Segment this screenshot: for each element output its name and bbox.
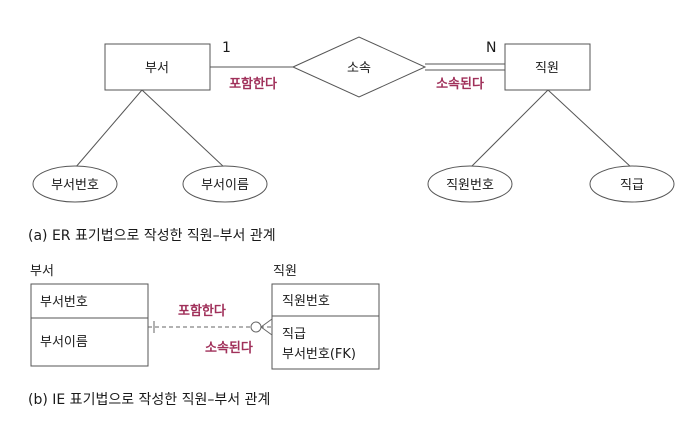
entity-department-label: 부서 <box>145 61 169 76</box>
cardinality-one: 1 <box>222 40 231 56</box>
entity-employee-label: 직원 <box>535 61 559 76</box>
ie-table-title-department: 부서 <box>30 264 54 279</box>
ie-emp-key: 직원번호 <box>282 294 330 309</box>
entity-employee <box>504 43 591 91</box>
ie-emp-attr-rank: 직급 <box>282 327 306 342</box>
attribute-dept-no: 부서번호 <box>51 178 99 193</box>
relationship-label: 소속 <box>347 61 371 76</box>
connector-line <box>74 89 143 169</box>
ie-crowfoot-marker <box>260 326 273 336</box>
ie-zero-marker <box>250 321 262 333</box>
attribute-ellipse <box>32 165 118 203</box>
attribute-ellipse <box>427 165 513 203</box>
relationship-diamond <box>291 36 427 98</box>
ie-table-title-employee: 직원 <box>273 264 297 279</box>
cardinality-many: N <box>486 40 496 56</box>
er-diagram: 부서 직원 소속 1 N 포함한다 소속된다 부서번호 부서이름 직원번호 직급… <box>28 36 675 244</box>
attribute-emp-no: 직원번호 <box>446 178 494 193</box>
connector-line <box>141 89 226 169</box>
attribute-ellipse <box>182 165 268 203</box>
ie-dept-key: 부서번호 <box>40 295 88 310</box>
ie-role-label-contains: 포함한다 <box>178 303 226 319</box>
ie-crowfoot-marker <box>260 318 273 328</box>
attribute-dept-name: 부서이름 <box>201 178 249 193</box>
ie-emp-attr-fk: 부서번호(FK) <box>282 347 356 362</box>
connector-line <box>547 89 633 169</box>
attribute-rank: 직급 <box>620 178 644 193</box>
connector-line <box>469 89 549 169</box>
caption-ie: (b) IE 표기법으로 작성한 직원–부서 관계 <box>28 392 270 408</box>
ie-table-employee <box>271 283 380 370</box>
caption-er: (a) ER 표기법으로 작성한 직원–부서 관계 <box>28 228 276 244</box>
ie-role-label-belongs: 소속된다 <box>205 340 253 356</box>
ie-diagram: 부서 직원 부서번호 부서이름 직원번호 직급 부서번호(FK) 포함한다 소속… <box>28 264 380 408</box>
entity-department <box>104 43 211 91</box>
ie-dept-attr: 부서이름 <box>40 335 88 350</box>
ie-table-department <box>30 283 149 367</box>
role-label-belongs: 소속된다 <box>436 76 484 92</box>
attribute-ellipse <box>589 165 675 203</box>
role-label-contains: 포함한다 <box>229 76 277 92</box>
